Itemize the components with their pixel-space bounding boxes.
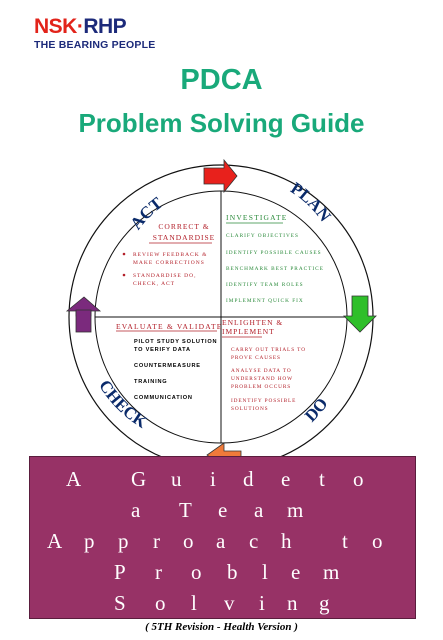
plan-arrow-icon: [203, 158, 238, 194]
svg-text:PROVE CAUSES: PROVE CAUSES: [231, 355, 281, 361]
page-subtitle: Problem Solving Guide: [78, 108, 365, 138]
svg-text:MAKE CORRECTIONS: MAKE CORRECTIONS: [133, 260, 205, 266]
svg-text:IMPLEMENT QUICK FIX: IMPLEMENT QUICK FIX: [226, 298, 304, 304]
evaluate-validate-heading: EVALUATE & VALIDATE: [116, 322, 223, 331]
svg-text:SOLUTIONS: SOLUTIONS: [231, 406, 269, 412]
svg-text:IMPLEMENT: IMPLEMENT: [222, 327, 275, 336]
svg-text:STANDARDISE DO,: STANDARDISE DO,: [133, 273, 196, 279]
page-title: PDCA: [180, 64, 263, 96]
svg-text:CHECK, ACT: CHECK, ACT: [133, 281, 175, 287]
act-arrow-shaft: [75, 309, 92, 333]
svg-text:TO VERIFY DATA: TO VERIFY DATA: [134, 347, 191, 353]
svg-text:COMMUNICATION: COMMUNICATION: [134, 395, 193, 401]
correct-items-list: REVIEW FEEDBACK & MAKE CORRECTIONS STAND…: [122, 252, 207, 287]
guide-banner: A G u i d e t o a T e a m A p p r o a c …: [29, 456, 416, 619]
logo-brand: NSK·RHP: [34, 15, 127, 38]
nsk-rhp-logo: NSK·RHP THE BEARING PEOPLE: [34, 16, 155, 51]
svg-text:STANDARDISE: STANDARDISE: [153, 233, 216, 242]
investigate-items-list: CLARIFY OBJECTIVES IDENTIFY POSSIBLE CAU…: [226, 233, 324, 304]
svg-text:PILOT STUDY SOLUTION: PILOT STUDY SOLUTION: [134, 339, 217, 345]
logo-tagline: THE BEARING PEOPLE: [34, 39, 156, 51]
do-arrow-icon: [343, 295, 377, 333]
svg-text:CLARIFY OBJECTIVES: CLARIFY OBJECTIVES: [226, 233, 299, 239]
correct-standardise-heading: CORRECT & STANDARDISE: [153, 222, 216, 242]
investigate-heading: INVESTIGATE: [226, 213, 288, 222]
svg-text:TRAINING: TRAINING: [134, 379, 167, 385]
svg-text:ANALYSE DATA TO: ANALYSE DATA TO: [231, 368, 292, 374]
svg-text:CORRECT &: CORRECT &: [158, 222, 209, 231]
svg-text:UNDERSTAND HOW: UNDERSTAND HOW: [231, 376, 293, 382]
enlighten-implement-heading: ENLIGHTEN & IMPLEMENT: [222, 318, 283, 336]
evaluate-items-list: PILOT STUDY SOLUTION TO VERIFY DATA COUN…: [134, 339, 217, 401]
svg-text:IDENTIFY TEAM ROLES: IDENTIFY TEAM ROLES: [226, 282, 304, 288]
enlighten-items-list: CARRY OUT TRIALS TO PROVE CAUSES ANALYSE…: [231, 347, 306, 412]
svg-text:BENCHMARK BEST PRACTICE: BENCHMARK BEST PRACTICE: [226, 266, 324, 272]
svg-text:COUNTERMEASURE: COUNTERMEASURE: [134, 363, 201, 369]
svg-text:IDENTIFY POSSIBLE: IDENTIFY POSSIBLE: [231, 398, 296, 404]
revision-note: ( 5TH Revision - Health Version ): [145, 621, 298, 633]
svg-text:CARRY OUT TRIALS TO: CARRY OUT TRIALS TO: [231, 347, 306, 353]
svg-text:ENLIGHTEN &: ENLIGHTEN &: [222, 318, 283, 327]
svg-text:REVIEW FEEDBACK &: REVIEW FEEDBACK &: [133, 252, 207, 258]
svg-text:IDENTIFY POSSIBLE CAUSES: IDENTIFY POSSIBLE CAUSES: [226, 250, 322, 256]
svg-text:PROBLEM OCCURS: PROBLEM OCCURS: [231, 384, 291, 390]
